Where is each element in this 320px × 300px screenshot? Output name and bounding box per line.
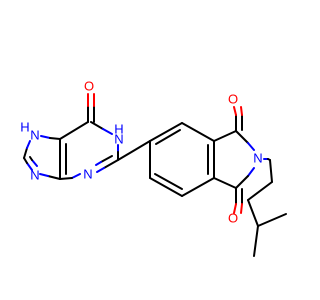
bond-c8-n7-c [23,147,28,159]
bond-c2-n3-c [103,159,119,169]
bond-n3-c4-c [59,177,73,180]
bond-chain-1-a [269,159,273,183]
bond-c2-aryl [117,140,151,161]
bond-c6-n1-c [90,121,104,130]
bond-c2-n3-n [96,167,105,173]
bond-ar-c3 [213,177,237,189]
atom-o-imide-bottom: O [228,210,238,225]
molecule-diagram: O H N H N N N O N O [20,78,287,257]
bond-c2-n3-n2 [95,161,102,166]
atom-labels: O H N H N N N O N O [20,78,262,225]
bond-chain-2 [247,181,273,201]
hetero-bonds [23,93,271,214]
bond-ar-2 [149,177,183,197]
bond-c5-c6 [59,121,89,140]
atom-h-n1: H [114,121,123,136]
bond-c1-n-c [235,130,249,144]
carbon-bonds [59,121,287,257]
atom-o-hypoxanthine: O [84,78,94,93]
bond-ar-6-double [155,129,181,145]
structure-svg: O H N H N N N O N O [20,78,287,257]
bond-n9-c8-n2 [31,159,38,167]
atom-h-n7: H [20,119,29,134]
bond-c1-o-o [233,106,237,116]
bond-ar-2-double [154,173,183,190]
bond-c3-o-o2 [240,203,243,214]
atom-n7: N [30,127,39,142]
bond-n9-c8-c2 [29,156,33,161]
bond-chain-3 [247,199,259,227]
bond-c8-n7-n [26,140,31,149]
bond-c3-o-o [233,203,237,214]
bond-c2-n3-c2 [100,155,113,163]
bond-c1-n-n [247,142,255,151]
atom-n9: N [30,167,39,182]
atom-n3: N [83,166,92,181]
bond-n9-c8-n [26,162,33,171]
bond-c4-n9-c [47,175,61,180]
bond-n7-c5-n [40,135,51,139]
atom-n1: N [114,131,123,146]
bond-chain-5 [253,225,259,257]
bond-n7-c5-c [49,137,61,140]
bond-ar-c1 [213,130,237,142]
bond-c6-n1-n [102,128,113,135]
bond-ar-6 [149,122,183,142]
bond-n-chain-c [267,158,271,161]
bond-n-c3-c [235,175,249,189]
bond-ar-5 [181,122,215,142]
atom-n-imide: N [253,150,262,165]
bond-c1-o-o2 [240,106,243,116]
atom-o-imide-top: O [228,91,238,106]
bond-chain-4 [257,213,287,227]
bond-n3-c4-n [71,173,81,179]
bond-n-c3-n [247,167,255,177]
bond-c4-n9-n [39,173,49,177]
bond-ar-3 [181,177,215,197]
